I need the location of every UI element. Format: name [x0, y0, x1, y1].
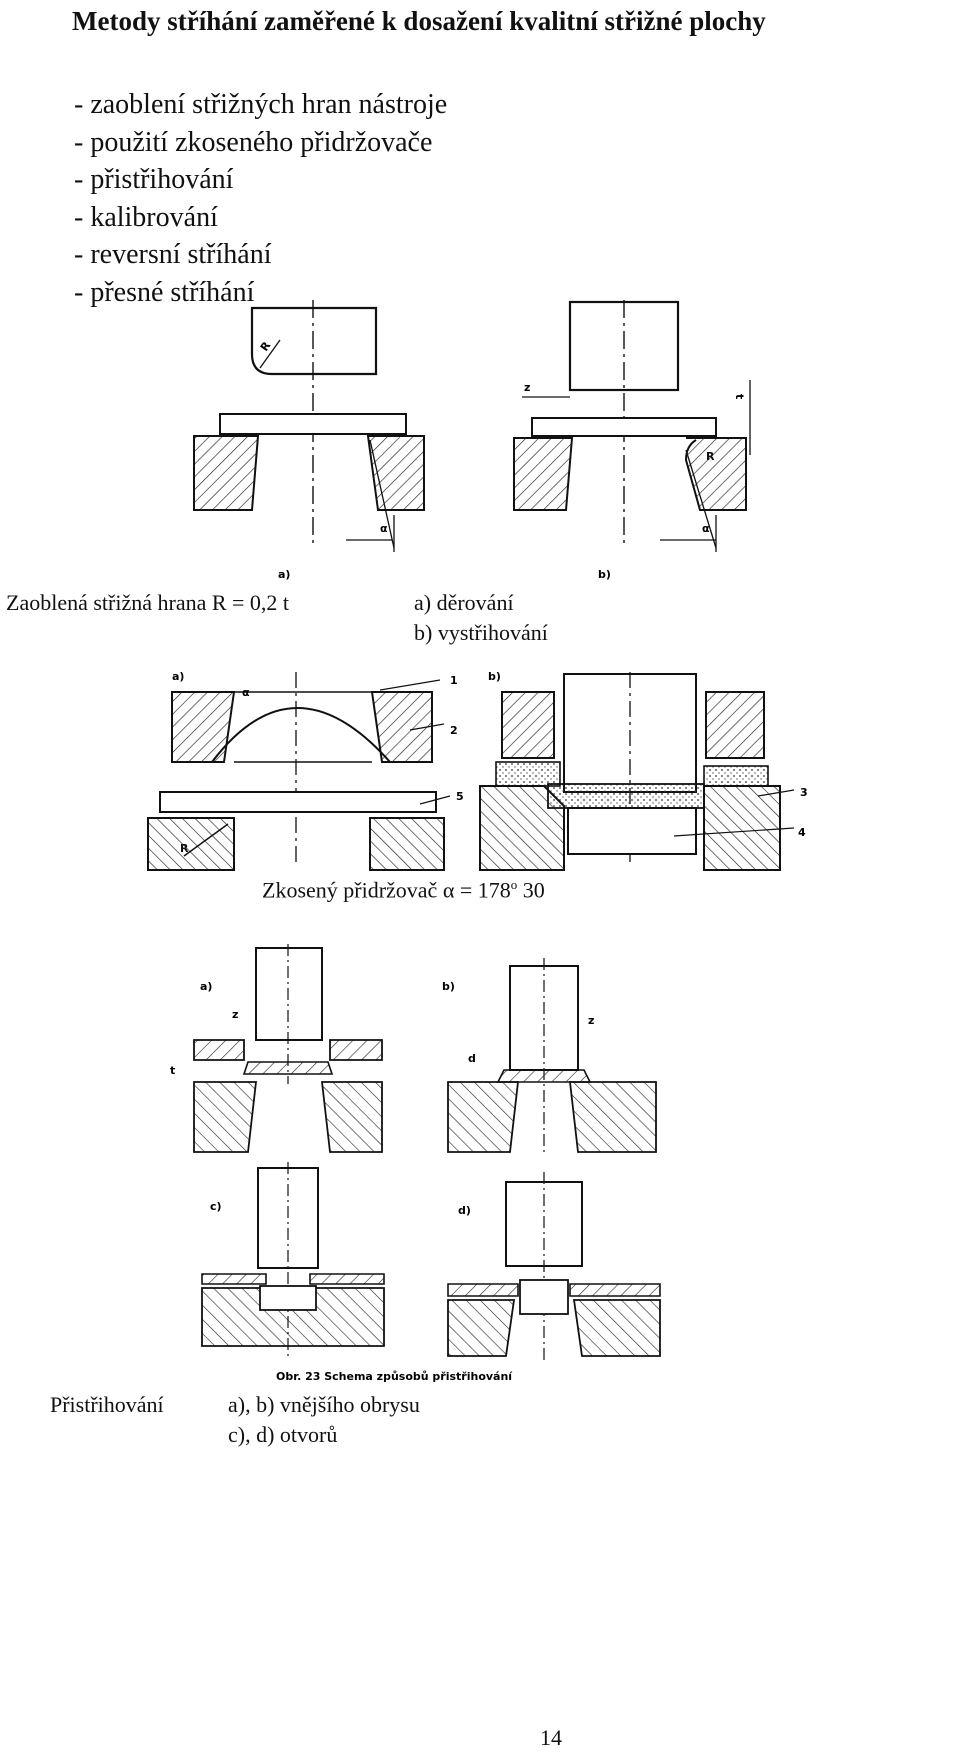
list-item: - zaoblení střižných hran nástroje: [74, 89, 448, 120]
figure-label-b: b): [488, 670, 501, 683]
list-item: - reversní stříhání: [74, 239, 272, 270]
caption-external: a), b) vnějšího obrysu: [228, 1392, 420, 1417]
thickness-symbol: t: [170, 1064, 175, 1077]
caption-holes: c), d) otvorů: [228, 1422, 338, 1447]
list-item: - kalibrování: [74, 201, 218, 233]
caption-text: Zkosený přidržovač α = 178: [262, 877, 511, 903]
figure-label-a: a): [278, 568, 290, 581]
thickness-symbol: t: [733, 394, 746, 399]
bevelled-holder-figure: a) α 1 2 5 R b) 3 4: [147, 670, 808, 871]
caption-rounded-edge: Zaoblená střižná hrana R = 0,2 t: [6, 590, 290, 615]
list-item: - přesné stříhání: [74, 276, 255, 308]
clearance-symbol: z: [588, 1014, 594, 1027]
figure-label-c: c): [210, 1200, 222, 1213]
minutes-text: 30: [517, 877, 545, 903]
figure-caption: Obr. 23 Schema způsobů přistřihování: [276, 1370, 513, 1383]
figure-label-d: d): [458, 1204, 471, 1217]
clearance-symbol: z: [524, 381, 530, 394]
die-left-a: [193, 435, 260, 511]
clearance-symbol: z: [232, 1008, 238, 1021]
list-item: - přistřihování: [74, 164, 234, 195]
rounded-edge-figure: R α a) z t R α b): [193, 300, 751, 581]
list-item: - použití zkoseného přidržovače: [74, 126, 433, 158]
method-list: - zaoblení střižných hran nástroje - pou…: [74, 86, 447, 311]
figure-label-b: b): [598, 568, 611, 581]
figure-label-a: a): [200, 980, 212, 993]
caption-bevelled-holder: Zkosený přidržovač α = 178o 30: [262, 877, 545, 903]
shaving-figure: a) z t b) z d c) d) Obr. 23 Schema způso…: [170, 944, 661, 1383]
figure-label-b: b): [442, 980, 455, 993]
part-number: 2: [450, 724, 458, 737]
caption-blanking: b) vystřihování: [414, 620, 548, 645]
die-right-b: [684, 437, 747, 511]
sheet-b: [531, 417, 717, 437]
die-left-b: [513, 437, 574, 511]
caption-shaving: Přistřihování: [50, 1392, 164, 1417]
angle-symbol: α: [702, 522, 710, 535]
page-number: 14: [540, 1725, 562, 1750]
angle-symbol: α: [242, 686, 250, 699]
radius-symbol: R: [706, 450, 715, 463]
degree-symbol: o: [510, 877, 518, 892]
part-number: 5: [456, 790, 464, 803]
part-number: 4: [798, 826, 806, 839]
die-right-a: [366, 435, 425, 511]
part-number: 3: [800, 786, 808, 799]
figure-label-a: a): [172, 670, 184, 683]
angle-symbol: α: [380, 522, 388, 535]
dimension-symbol: d: [468, 1052, 476, 1065]
punch-a: R: [250, 300, 378, 545]
page-title: Metody stříhání zaměřené k dosažení kval…: [72, 6, 766, 36]
radius-symbol: R: [180, 842, 189, 855]
part-number: 1: [450, 674, 458, 687]
caption-piercing: a) děrování: [414, 590, 514, 615]
punch-b: z: [522, 300, 680, 545]
sheet-a: [219, 413, 407, 435]
